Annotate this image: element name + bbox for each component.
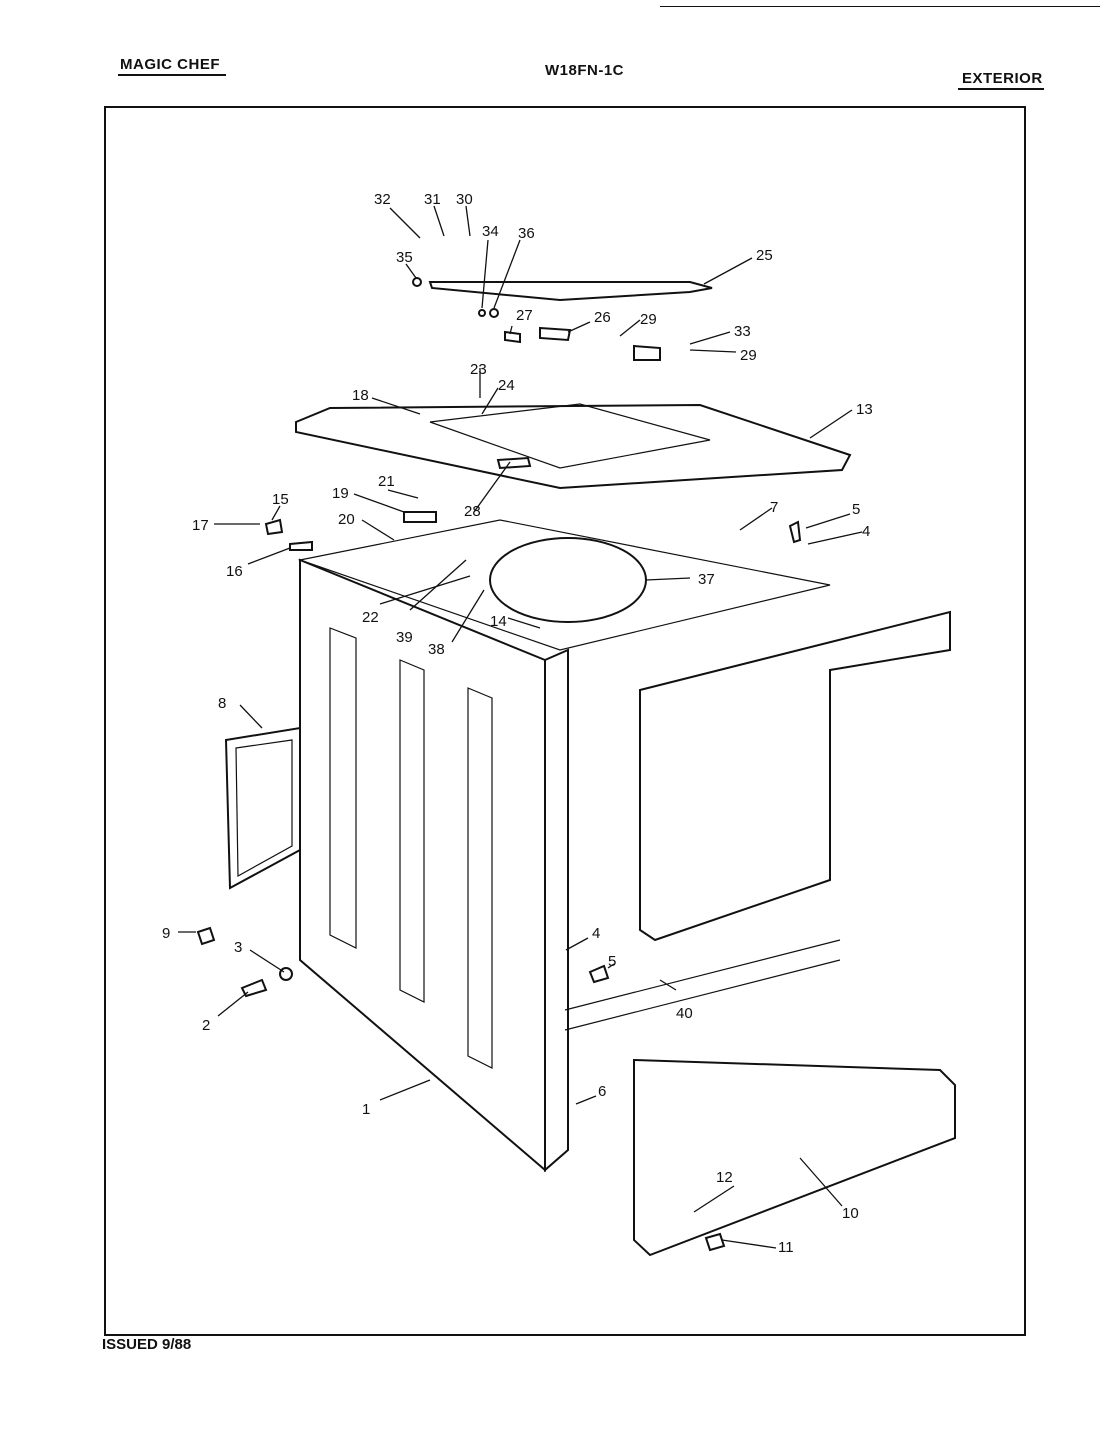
callout-29: 29	[640, 311, 657, 328]
callout-24: 24	[498, 377, 515, 394]
callout-25: 25	[756, 247, 773, 264]
corner-post	[544, 648, 569, 1173]
brace-part	[564, 939, 841, 1031]
rear-panel	[639, 610, 951, 942]
diagram-frame	[104, 106, 1026, 1336]
callout-39: 39	[396, 629, 413, 646]
callout-14: 14	[490, 613, 507, 630]
access-cover-part	[224, 726, 301, 890]
callout-9: 9	[162, 925, 170, 942]
callout-2: 2	[202, 1017, 210, 1034]
hinge-part	[264, 518, 284, 536]
callout-38: 38	[428, 641, 445, 658]
callout-12: 12	[716, 1169, 733, 1186]
latch-part	[633, 344, 661, 361]
callout-33: 33	[734, 323, 751, 340]
model-number: W18FN-1C	[545, 62, 625, 79]
callout-20: 20	[338, 511, 355, 528]
callout-23: 23	[470, 361, 487, 378]
callout-40: 40	[676, 1005, 693, 1022]
callout-34: 34	[482, 223, 499, 240]
callout-32: 32	[374, 191, 391, 208]
callout-13: 13	[856, 401, 873, 418]
issued-date: ISSUED 9/88	[102, 1336, 192, 1353]
screw	[788, 520, 802, 544]
callout-26: 26	[594, 309, 611, 326]
side-slot	[399, 659, 425, 1003]
callout-16: 16	[226, 563, 243, 580]
screw	[704, 1232, 726, 1252]
tub-ring-part	[489, 537, 647, 623]
callout-10: 10	[842, 1205, 859, 1222]
hinge-part	[504, 330, 521, 344]
callout-37: 37	[698, 571, 715, 588]
callout-36: 36	[518, 225, 535, 242]
front-panel-part	[633, 1058, 956, 1257]
callout-29-b: 29	[740, 347, 757, 364]
pad-part	[289, 540, 313, 551]
callout-8: 8	[218, 695, 226, 712]
side-slot	[467, 687, 493, 1069]
callout-30: 30	[456, 191, 473, 208]
leader-lines	[178, 205, 863, 1249]
callout-17: 17	[192, 517, 209, 534]
screw	[588, 964, 610, 984]
brand-underline	[118, 74, 226, 76]
callout-4-b: 4	[592, 925, 600, 942]
callout-11: 11	[778, 1239, 794, 1256]
bracket-part	[403, 511, 437, 523]
hinge-part	[539, 326, 572, 342]
callout-5-b: 5	[608, 953, 616, 970]
brand-name: MAGIC CHEF	[120, 56, 220, 73]
callout-18: 18	[352, 387, 369, 404]
callout-3: 3	[234, 939, 242, 956]
callout-21: 21	[378, 473, 395, 490]
side-slot	[329, 627, 357, 949]
switch-part	[496, 456, 532, 470]
lid-part	[428, 281, 713, 302]
callout-15: 15	[272, 491, 289, 508]
callout-19: 19	[332, 485, 349, 502]
fastener	[279, 967, 293, 981]
section-underline	[958, 88, 1044, 90]
section-title: EXTERIOR	[962, 70, 1043, 87]
callout-5: 5	[852, 501, 860, 518]
callout-6: 6	[598, 1083, 606, 1100]
callout-35: 35	[396, 249, 413, 266]
left-side-panel	[299, 558, 546, 1173]
callout-28: 28	[464, 503, 481, 520]
top-edge-line	[660, 6, 1100, 7]
callout-22: 22	[362, 609, 379, 626]
callout-27: 27	[516, 307, 533, 324]
callout-31: 31	[424, 191, 441, 208]
top-cover-part	[295, 403, 852, 490]
callout-7: 7	[770, 499, 778, 516]
callout-1: 1	[362, 1101, 370, 1118]
callout-4: 4	[862, 523, 870, 540]
screw	[196, 926, 216, 946]
